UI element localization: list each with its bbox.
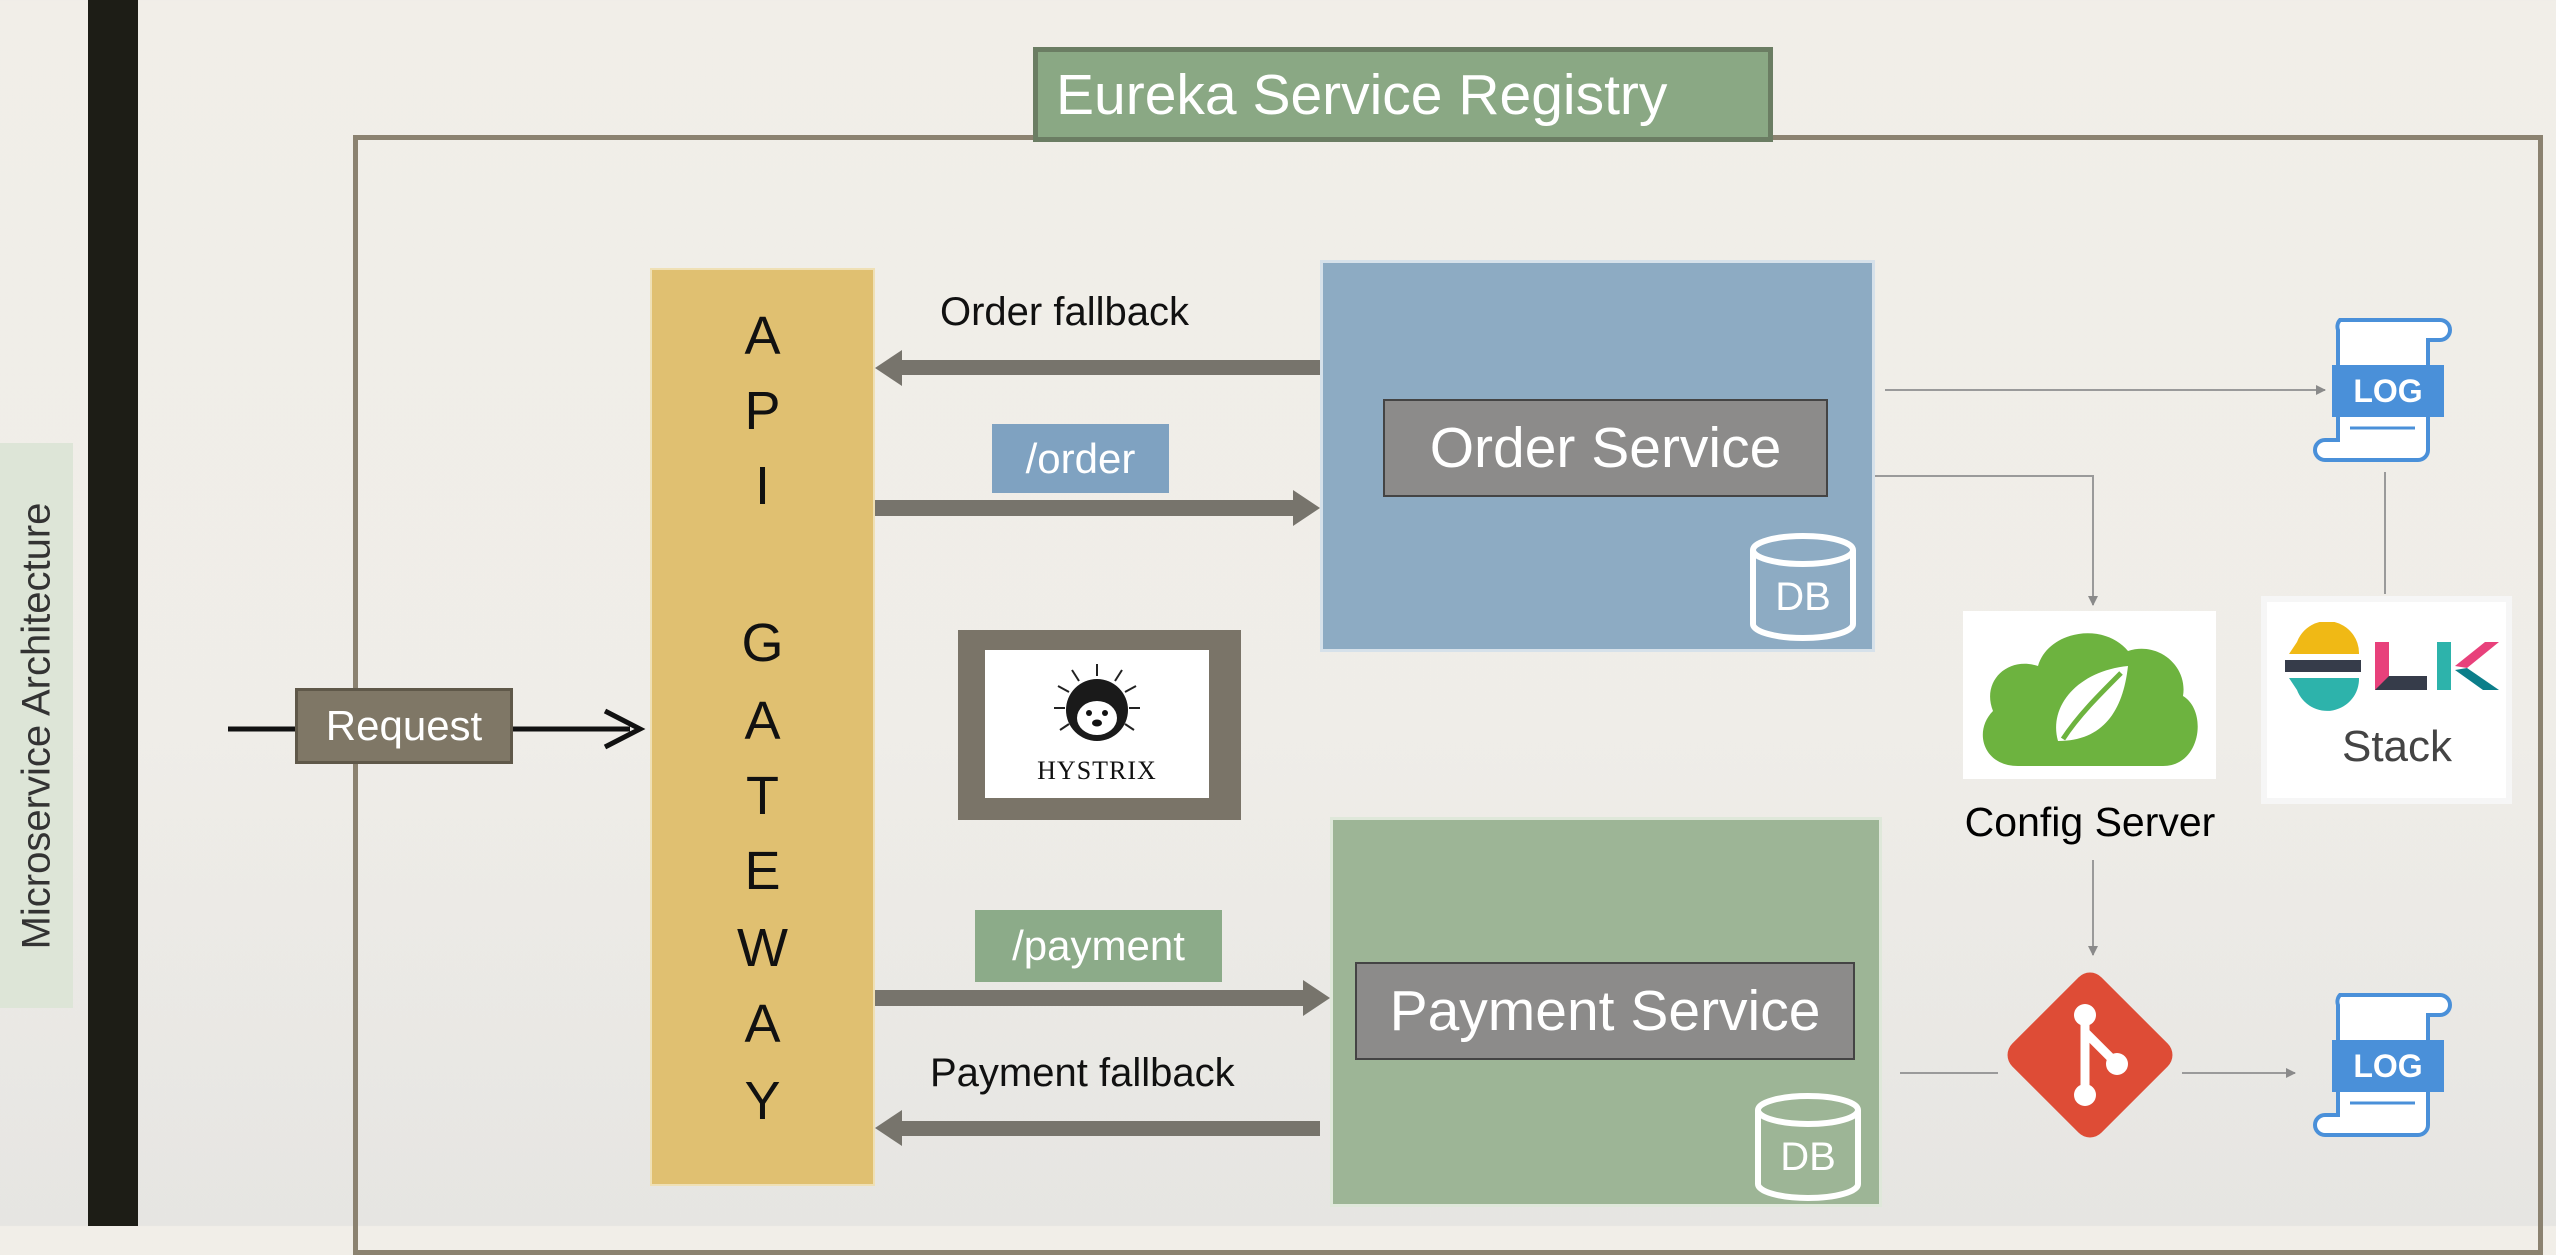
elk-stack-label: Stack	[2341, 722, 2453, 771]
log-label-top: LOG	[2353, 372, 2423, 409]
database-icon	[1755, 1093, 1861, 1201]
order-db-label: DB	[1775, 575, 1831, 619]
gateway-letter: A	[744, 306, 781, 366]
gateway-letter: E	[744, 841, 781, 901]
config-server-tile	[1963, 611, 2216, 779]
config-server-label: Config Server	[1964, 799, 2216, 845]
gateway-letter: A	[744, 994, 781, 1054]
gateway-letter: I	[754, 456, 770, 516]
log-file-icon	[2313, 993, 2452, 1137]
gateway-letter: P	[744, 381, 781, 441]
request-label: Request	[295, 688, 513, 764]
api-gateway	[650, 268, 875, 1186]
hystrix-label: HYSTRIX	[1037, 756, 1157, 785]
order-fallback-label: Order fallback	[940, 290, 1189, 334]
hystrix-logo: HYSTRIX	[985, 650, 1209, 798]
sidebar-divider	[88, 0, 138, 1226]
gateway-letter: G	[741, 613, 784, 673]
gateway-letter: A	[744, 691, 781, 751]
order-service-label: Order Service	[1383, 399, 1828, 497]
hystrix-porcupine-icon	[1054, 664, 1140, 741]
request-arrow	[228, 708, 646, 750]
payment-fallback-label: Payment fallback	[930, 1051, 1235, 1095]
connectors	[228, 350, 2386, 1146]
elk-stack-icon	[2285, 622, 2499, 711]
payment-route-tag: /payment	[975, 910, 1222, 982]
payment-route-arrow	[875, 980, 1330, 1016]
gateway-letter: Y	[744, 1071, 781, 1131]
registry-title: Eureka Service Registry	[1033, 47, 1773, 142]
gateway-letter: T	[746, 766, 779, 826]
payment-service-label: Payment Service	[1355, 962, 1855, 1060]
order-route-tag: /order	[992, 424, 1169, 493]
elk-stack-tile: Stack	[2261, 596, 2512, 804]
log-label-bottom: LOG	[2353, 1047, 2423, 1084]
database-icon	[1750, 533, 1856, 641]
payment-db-label: DB	[1780, 1135, 1836, 1179]
order-fallback-arrow	[875, 350, 1320, 386]
vertical-title: Microservice Architecture	[0, 443, 73, 1008]
thin-connectors	[1875, 385, 2386, 1078]
spring-cloud-icon	[1982, 633, 2198, 766]
git-icon	[2007, 972, 2173, 1138]
gateway-letter: W	[737, 918, 788, 978]
payment-fallback-arrow	[875, 1110, 1320, 1146]
log-file-icon	[2313, 318, 2452, 462]
order-route-arrow	[875, 490, 1320, 526]
